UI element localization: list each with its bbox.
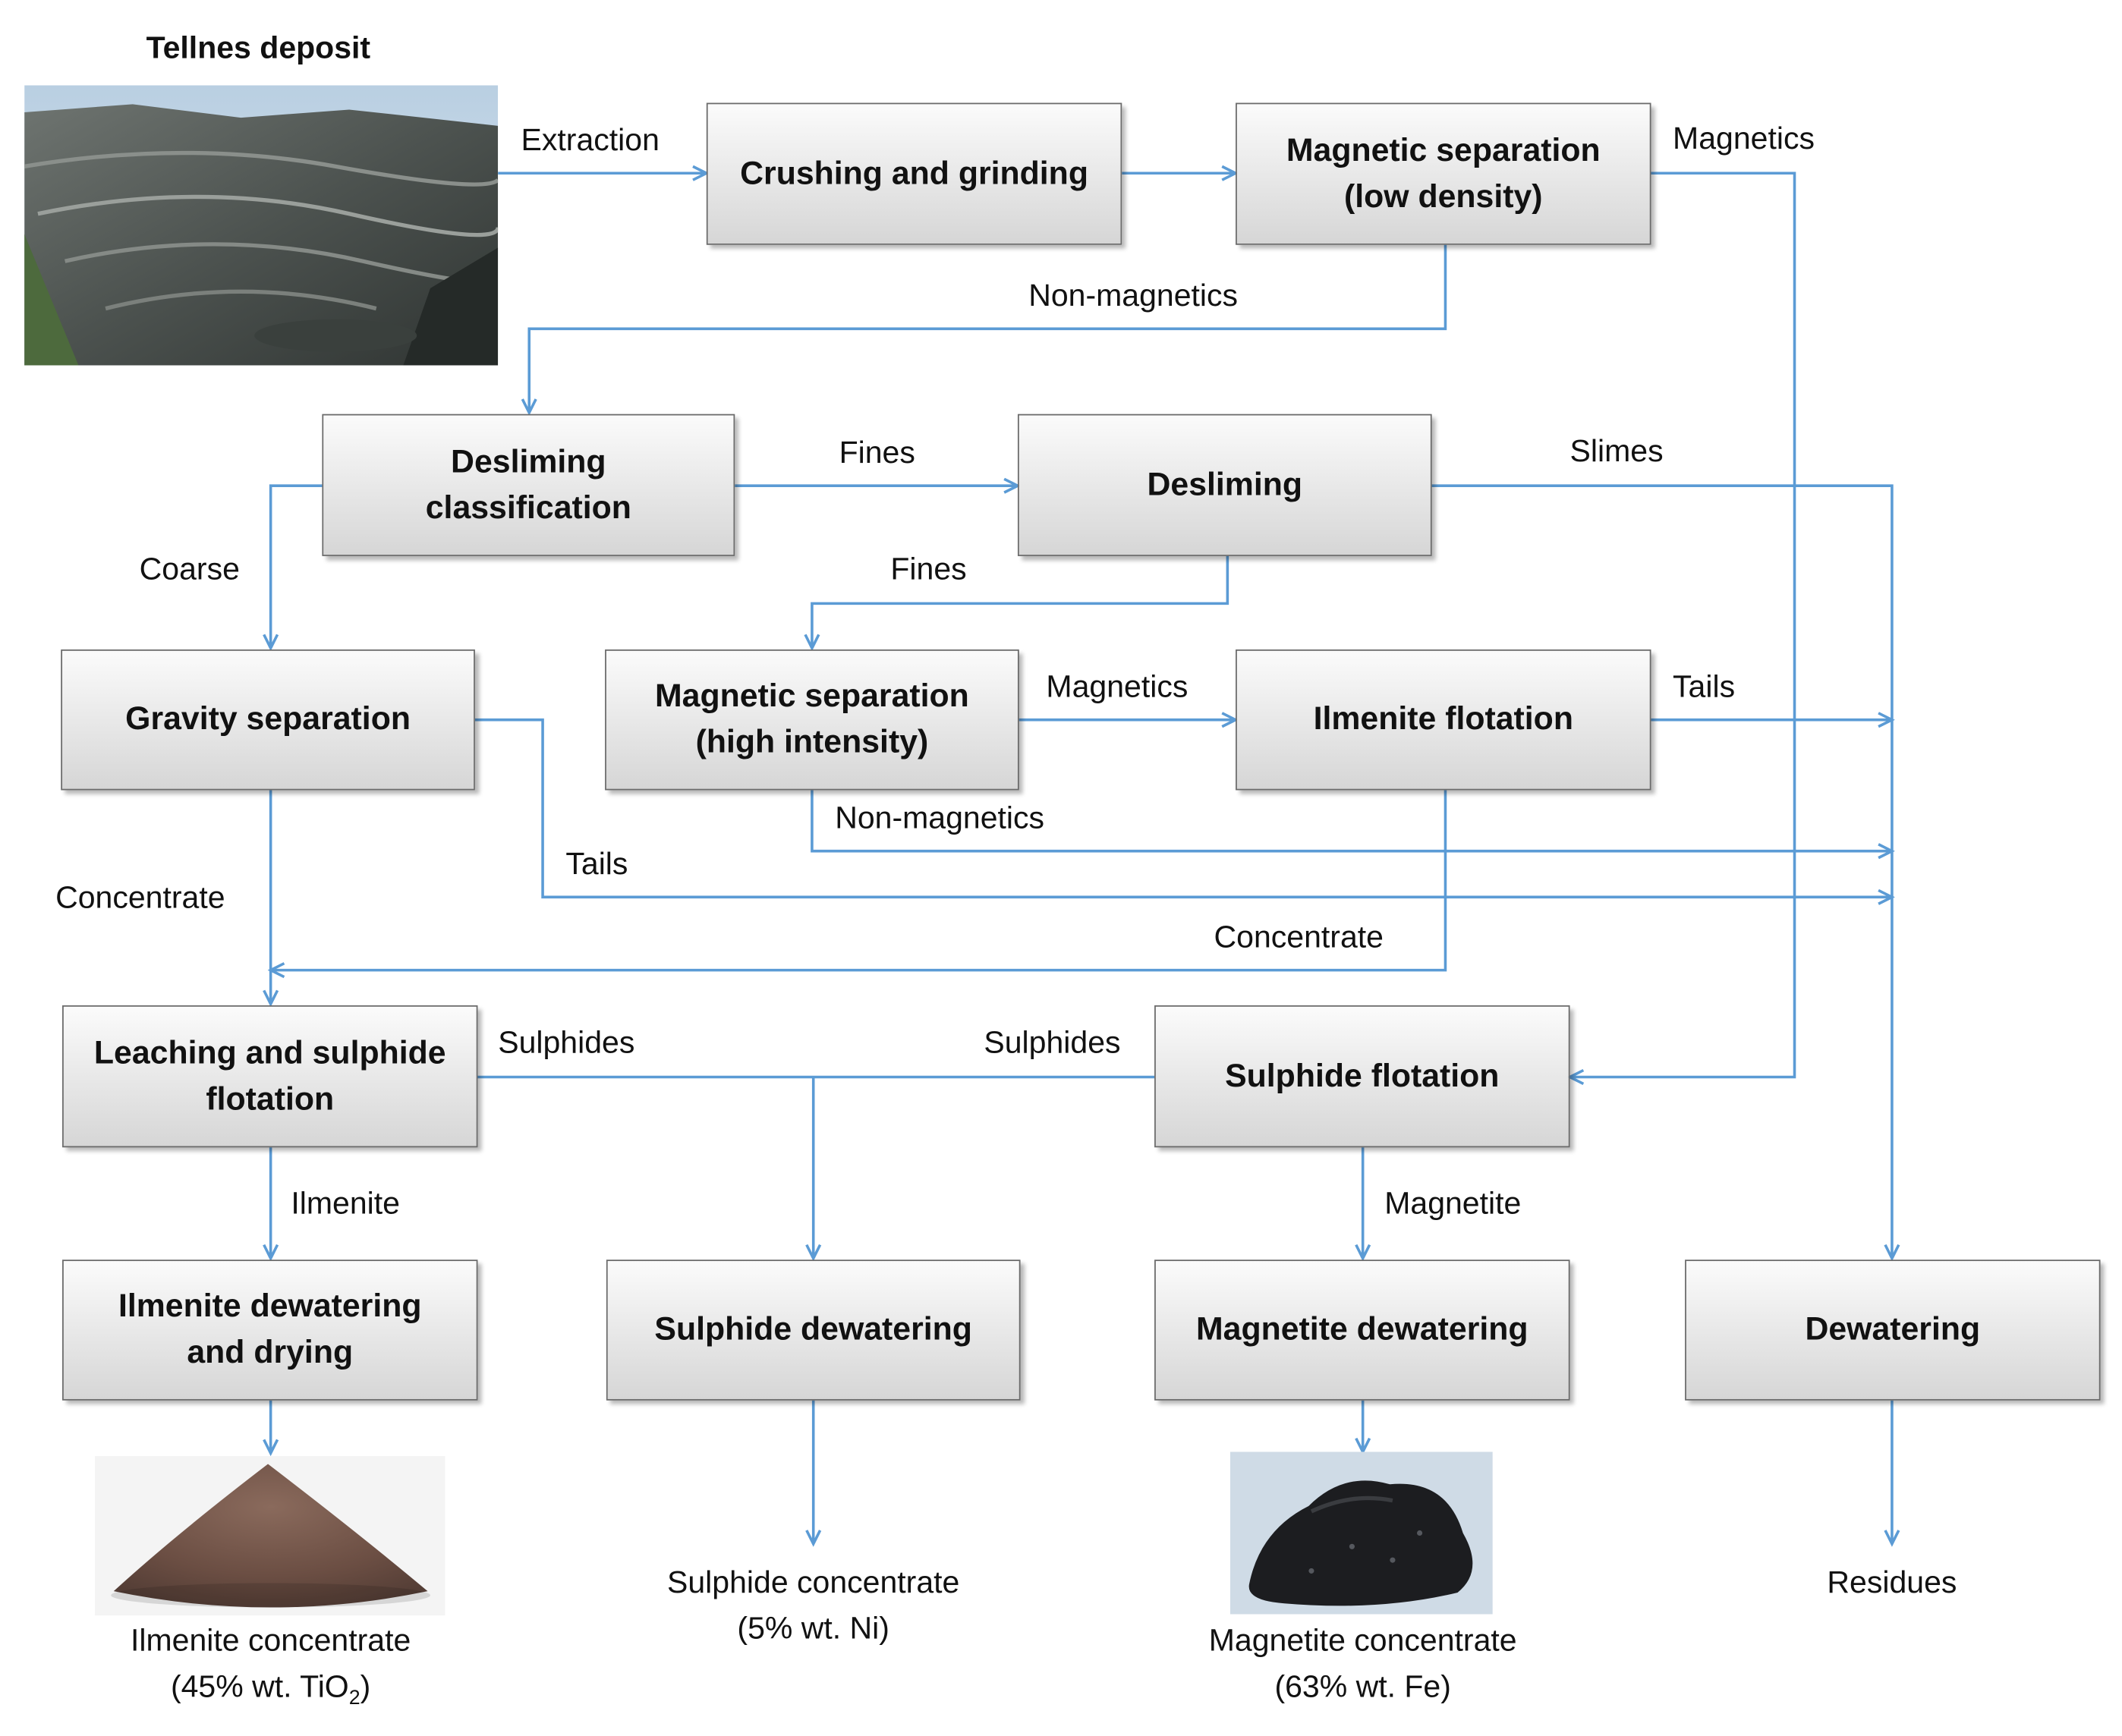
edge-slimes-to-dewatering xyxy=(1431,484,1900,1262)
magnetite-concentrate-caption: Magnetite concentrate (63% wt. Fe) xyxy=(1160,1617,1566,1709)
label-ilmenite: Ilmenite xyxy=(291,1185,401,1221)
label-sulphides-1: Sulphides xyxy=(498,1024,635,1060)
label-magnetics-top: Magnetics xyxy=(1673,120,1815,156)
box-sulphide-dewatering: Sulphide dewatering xyxy=(606,1260,1021,1401)
box-gravity-separation: Gravity separation xyxy=(61,649,475,791)
label-magnetite: Magnetite xyxy=(1384,1185,1522,1221)
edge-ilmenite-concentrate-to-leaching xyxy=(267,790,1447,979)
box-magnetic-separation-low: Magnetic separation (low density) xyxy=(1236,102,1651,245)
label-non-magnetics-top: Non-magnetics xyxy=(1028,277,1239,313)
edge-fines-to-magsep-high xyxy=(804,555,1229,652)
box-sulphide-flotation: Sulphide flotation xyxy=(1154,1005,1570,1148)
edge-coarse-to-gravity xyxy=(263,484,323,652)
sulphide-concentrate-caption: Sulphide concentrate (5% wt. Ni) xyxy=(610,1558,1016,1650)
label-fines-2: Fines xyxy=(890,550,967,587)
box-leaching-and-sulphide-flotation: Leaching and sulphide flotation xyxy=(62,1005,478,1148)
label-concentrate-2: Concentrate xyxy=(1214,918,1384,954)
sulphide-caption-line1: Sulphide concentrate xyxy=(667,1564,960,1599)
label-non-magnetics-mid: Non-magnetics xyxy=(835,799,1045,835)
edge-magnetics-to-sulphide-flotation xyxy=(1566,171,1796,1086)
edge-non-magnetics-to-desliming-classification xyxy=(521,244,1447,416)
ilmenite-sand-pile-photo xyxy=(94,1455,445,1616)
label-concentrate-1: Concentrate xyxy=(55,879,225,915)
label-extraction: Extraction xyxy=(521,121,660,157)
label-fines-1: Fines xyxy=(839,434,915,470)
edge-tails-from-gravity xyxy=(474,718,1895,905)
box-ilmenite-flotation: Ilmenite flotation xyxy=(1236,649,1651,791)
sulphide-caption-line2: (5% wt. Ni) xyxy=(737,1610,889,1646)
ilmenite-concentrate-caption: Ilmenite concentrate (45% wt. TiO2) xyxy=(68,1617,474,1722)
label-tails-2: Tails xyxy=(565,845,628,881)
ilmenite-caption-line1: Ilmenite concentrate xyxy=(130,1622,411,1658)
box-magnetite-dewatering: Magnetite dewatering xyxy=(1154,1260,1570,1401)
box-magnetic-separation-high: Magnetic separation (high intensity) xyxy=(605,649,1019,791)
label-coarse: Coarse xyxy=(139,550,240,587)
edge-non-magnetics-to-residue-line xyxy=(811,790,1895,860)
box-desliming-classification: Desliming classification xyxy=(322,414,735,556)
deposit-title: Tellnes deposit xyxy=(146,30,371,65)
box-crushing-and-grinding: Crushing and grinding xyxy=(706,102,1122,245)
magnetite-powder-photo xyxy=(1229,1451,1493,1615)
label-slimes: Slimes xyxy=(1569,432,1664,469)
label-tails-1: Tails xyxy=(1673,668,1736,704)
magnetite-caption-line2: (63% wt. Fe) xyxy=(1274,1668,1451,1704)
open-pit-mine-photo xyxy=(24,85,499,366)
box-dewatering: Dewatering xyxy=(1685,1260,2101,1401)
magnetite-caption-line1: Magnetite concentrate xyxy=(1208,1622,1517,1658)
residues-caption: Residues xyxy=(1827,1564,1957,1599)
ilmenite-caption-line2: (45% wt. TiO2) xyxy=(170,1668,371,1710)
box-ilmenite-dewatering: Ilmenite dewatering and drying xyxy=(62,1260,478,1401)
box-desliming: Desliming xyxy=(1017,414,1432,556)
label-sulphides-2: Sulphides xyxy=(984,1024,1121,1060)
label-magnetics-mid: Magnetics xyxy=(1046,668,1189,704)
